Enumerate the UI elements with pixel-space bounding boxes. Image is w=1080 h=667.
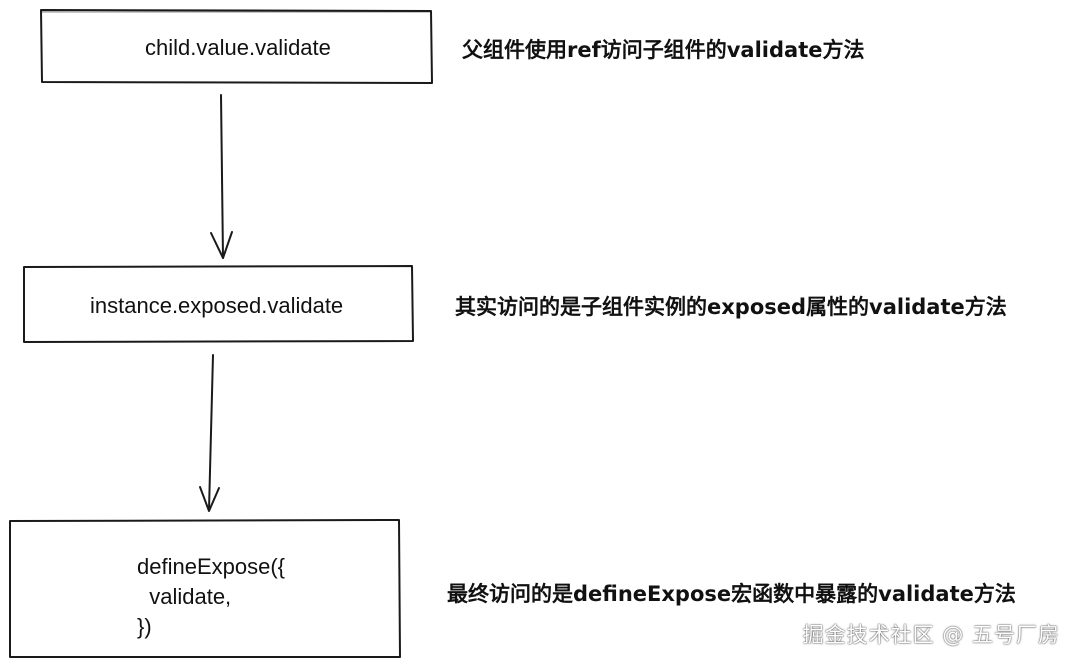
box-1-label: child.value.validate bbox=[145, 35, 331, 60]
arrow-2 bbox=[199, 354, 220, 512]
note-3: 最终访问的是defineExpose宏函数中暴露的validate方法 bbox=[447, 582, 1016, 606]
box-define-expose: defineExpose({ validate, }) bbox=[9, 519, 401, 658]
box-instance-exposed-validate: instance.exposed.validate bbox=[23, 265, 414, 343]
box-3-line-3: }) bbox=[137, 614, 152, 639]
box-child-value-validate: child.value.validate bbox=[40, 9, 433, 84]
arrow-1 bbox=[210, 94, 233, 259]
watermark: 掘金技术社区 @ 五号厂房 bbox=[802, 623, 1060, 647]
note-2: 其实访问的是子组件实例的exposed属性的validate方法 bbox=[455, 295, 1007, 319]
note-1: 父组件使用ref访问子组件的validate方法 bbox=[462, 38, 864, 62]
box-2-label: instance.exposed.validate bbox=[90, 293, 343, 318]
box-3-line-2: validate, bbox=[137, 584, 231, 609]
box-3-line-1: defineExpose({ bbox=[137, 554, 285, 579]
